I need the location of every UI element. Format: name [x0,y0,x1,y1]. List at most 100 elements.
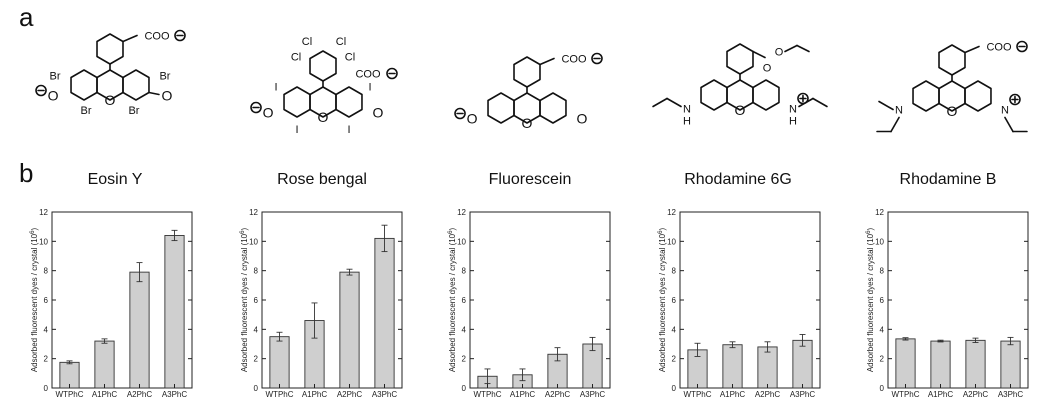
x-tick-label: A3PhC [790,390,816,399]
y-tick-label: 0 [44,384,49,393]
bar-A1PhC [94,340,115,389]
bar-A1PhC [930,340,951,389]
svg-text:O: O [162,88,173,104]
svg-text:O: O [105,92,116,108]
y-tick-label: 6 [672,296,677,305]
chart-title: Rhodamine B [900,171,997,188]
y-tick-label: 10 [875,237,884,246]
svg-text:N: N [1001,105,1009,117]
bar-A2PhC [339,271,360,389]
y-tick-label: 0 [462,384,467,393]
bar-A3PhC [164,235,185,389]
y-axis-label: Adsorbed fluorescent dyes / crystal (106… [240,228,249,373]
y-tick-label: 2 [880,355,885,364]
x-tick-label: A3PhC [998,390,1024,399]
y-tick-label: 12 [875,208,884,217]
fluorescein-structure: O COO O O [454,52,603,131]
svg-text:O: O [318,109,329,125]
y-tick-label: 12 [249,208,258,217]
svg-text:Br: Br [81,105,92,117]
svg-text:Cl: Cl [302,36,312,48]
y-tick-label: 10 [457,237,466,246]
x-tick-label: WTPhC [56,390,84,399]
x-tick-label: A3PhC [372,390,398,399]
svg-text:O: O [947,103,958,119]
svg-text:COO: COO [144,31,170,43]
svg-text:COO: COO [561,54,587,66]
svg-text:Cl: Cl [336,36,346,48]
x-tick-label: A1PhC [510,390,536,399]
y-tick-label: 6 [254,296,259,305]
y-tick-label: 0 [880,384,885,393]
bar-A2PhC [757,346,778,389]
bar-A3PhC [792,339,813,389]
y-tick-label: 8 [672,267,677,276]
x-tick-label: WTPhC [892,390,920,399]
svg-text:Cl: Cl [291,52,301,64]
svg-text:O: O [577,111,588,127]
svg-text:Cl: Cl [345,52,355,64]
y-axis-label: Adsorbed fluorescent dyes / crystal (106… [30,228,39,373]
x-tick-label: A1PhC [92,390,118,399]
x-tick-label: A2PhC [127,390,153,399]
y-tick-label: 4 [254,325,259,334]
svg-text:I: I [274,82,277,94]
y-tick-label: 2 [44,355,49,364]
y-tick-label: 0 [254,384,259,393]
x-tick-label: A1PhC [720,390,746,399]
svg-text:H: H [683,116,691,128]
chart-title: Rose bengal [277,171,367,188]
y-tick-label: 2 [254,355,259,364]
svg-text:O: O [467,111,478,127]
svg-text:I: I [295,124,298,136]
y-axis-label: Adsorbed fluorescent dyes / crystal (106… [658,228,667,373]
y-axis-label: Adsorbed fluorescent dyes / crystal (106… [448,228,457,373]
y-tick-label: 6 [462,296,467,305]
x-tick-label: A2PhC [963,390,989,399]
x-tick-label: A1PhC [928,390,954,399]
y-tick-label: 8 [44,267,49,276]
svg-text:I: I [347,124,350,136]
bar-A3PhC [374,237,395,389]
svg-text:O: O [522,115,533,131]
y-tick-label: 12 [39,208,48,217]
x-tick-label: WTPhC [684,390,712,399]
chart-title: Eosin Y [88,171,143,188]
x-tick-label: A2PhC [755,390,781,399]
svg-text:O: O [373,105,384,121]
bar-A2PhC [965,339,986,389]
bar-A3PhC [1000,340,1021,389]
chart-title: Rhodamine 6G [684,171,792,188]
y-tick-label: 4 [462,325,467,334]
y-tick-label: 4 [880,325,885,334]
x-tick-label: A3PhC [580,390,606,399]
svg-text:N: N [789,104,797,116]
y-tick-label: 10 [667,237,676,246]
y-tick-label: 2 [462,355,467,364]
bar-A2PhC [129,271,150,389]
svg-text:H: H [789,116,797,128]
chart-title: Fluorescein [489,171,572,188]
svg-text:N: N [683,104,691,116]
y-tick-label: 8 [462,267,467,276]
svg-text:N: N [895,105,903,117]
y-tick-label: 10 [249,237,258,246]
bar-A1PhC [722,344,743,389]
y-tick-label: 6 [880,296,885,305]
bar-WTPhC [269,336,290,389]
svg-text:O: O [763,63,772,75]
y-tick-label: 0 [672,384,677,393]
x-tick-label: A1PhC [302,390,328,399]
svg-text:O: O [263,105,274,121]
svg-text:COO: COO [986,42,1012,54]
svg-text:Br: Br [50,71,61,83]
panel-letter-a: a [19,2,34,32]
